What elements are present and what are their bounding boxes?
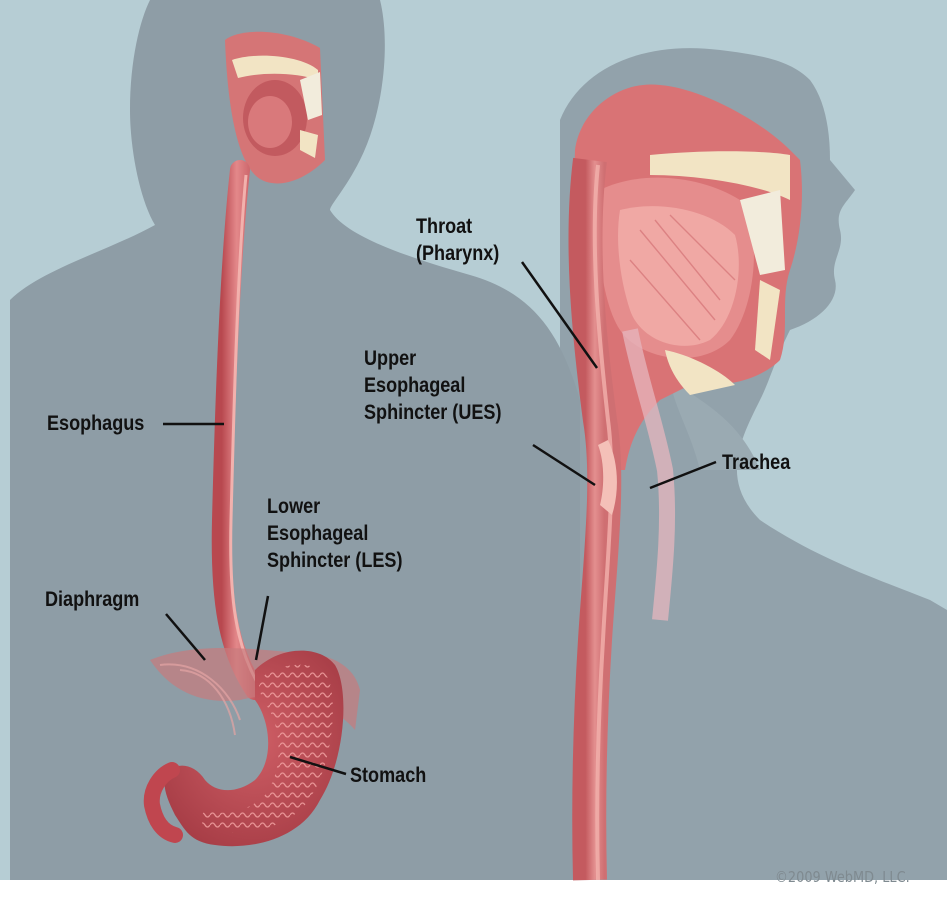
ues-label-line: Upper xyxy=(364,345,501,372)
ues-label-line: Sphincter (UES) xyxy=(364,399,501,426)
les-label-line: Lower xyxy=(267,493,402,520)
ues-label: Upper Esophageal Sphincter (UES) xyxy=(364,345,501,426)
diaphragm-label: Diaphragm xyxy=(45,586,139,613)
les-label-line: Sphincter (LES) xyxy=(267,547,402,574)
les-label-line: Esophageal xyxy=(267,520,402,547)
throat-label-line: (Pharynx) xyxy=(416,240,499,267)
copyright-notice: ©2009 WebMD, LLC. xyxy=(775,868,910,886)
throat-label-line: Throat xyxy=(416,213,499,240)
ues-label-line: Esophageal xyxy=(364,372,501,399)
trachea-label: Trachea xyxy=(722,449,790,476)
esophagus-label: Esophagus xyxy=(47,410,144,437)
stomach-label: Stomach xyxy=(350,762,426,789)
throat-label: Throat (Pharynx) xyxy=(416,213,499,267)
les-label: Lower Esophageal Sphincter (LES) xyxy=(267,493,402,574)
